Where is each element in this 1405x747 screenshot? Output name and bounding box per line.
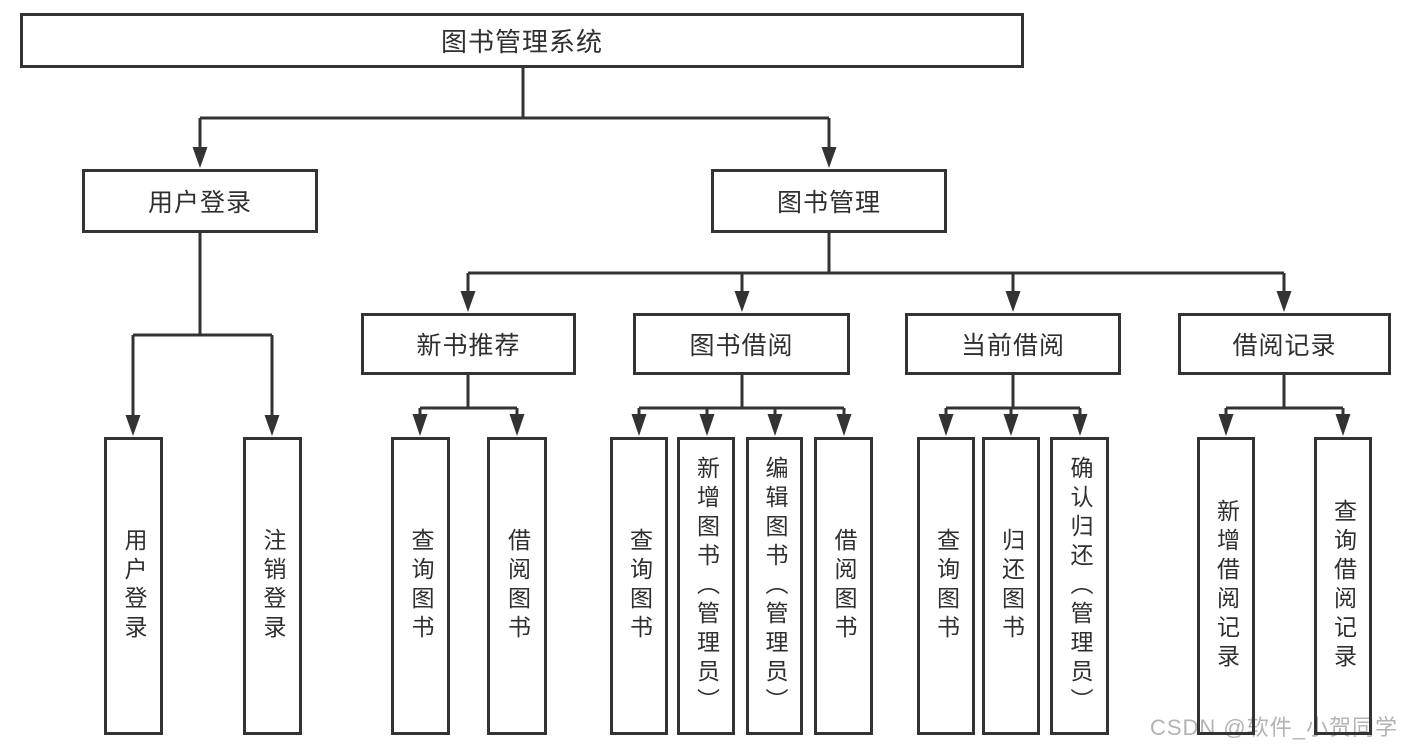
node-label: 新增图书（管理员） (693, 455, 720, 717)
node-label: 用户登录 (121, 528, 147, 644)
node-label: 图书借阅 (689, 332, 794, 360)
node-label: 注销登录 (260, 528, 286, 644)
node-label: 图书管理系统 (440, 27, 603, 57)
leaf-return-book: 归还图书 (982, 437, 1040, 735)
node-label: 借阅记录 (1232, 332, 1337, 360)
node-label: 当前借阅 (960, 332, 1065, 360)
connector-book-borrow-children (631, 375, 852, 436)
node-label: 查询图书 (626, 528, 653, 644)
leaf-logout: 注销登录 (243, 437, 302, 735)
node-root: 图书管理系统 (20, 13, 1024, 68)
node-label: 查询图书 (408, 528, 434, 644)
node-current-borrow: 当前借阅 (905, 313, 1121, 375)
connector-new-book-children (412, 375, 525, 436)
connector-book-management-children (460, 233, 1292, 312)
leaf-add-borrow-record: 新增借阅记录 (1197, 437, 1255, 735)
node-label: 编辑图书（管理员） (762, 455, 788, 717)
node-book-borrow: 图书借阅 (633, 313, 850, 375)
leaf-user-login: 用户登录 (104, 437, 163, 735)
node-book-management: 图书管理 (711, 169, 947, 233)
node-label: 图书管理 (776, 189, 881, 217)
node-label: 新增借阅记录 (1213, 499, 1240, 673)
node-label: 新书推荐 (416, 332, 521, 360)
node-borrow-records: 借阅记录 (1178, 313, 1391, 375)
leaf-borrow-book-recommend: 借阅图书 (487, 437, 547, 735)
leaf-confirm-return-admin: 确认归还（管理员） (1050, 437, 1109, 735)
node-label: 查询图书 (933, 528, 960, 644)
leaf-query-book-current: 查询图书 (917, 437, 975, 735)
leaf-edit-book-admin: 编辑图书（管理员） (746, 437, 803, 735)
node-new-book-recommend: 新书推荐 (361, 313, 576, 375)
node-label: 用户登录 (147, 189, 252, 217)
node-label: 借阅图书 (504, 528, 531, 644)
leaf-query-borrow-record: 查询借阅记录 (1314, 437, 1372, 735)
node-label: 确认归还（管理员） (1067, 455, 1093, 717)
leaf-add-book-admin: 新增图书（管理员） (677, 437, 735, 735)
node-label: 查询借阅记录 (1330, 499, 1357, 673)
leaf-borrow-book: 借阅图书 (814, 437, 873, 735)
connector-user-login-children (125, 233, 280, 436)
leaf-query-book-borrow: 查询图书 (610, 437, 668, 735)
connector-current-borrow-children (938, 375, 1088, 436)
leaf-query-book-recommend: 查询图书 (391, 437, 450, 735)
node-user-login: 用户登录 (82, 169, 318, 233)
connector-root-to-level2 (192, 68, 837, 168)
connector-borrow-records-children (1218, 375, 1351, 436)
node-label: 归还图书 (998, 528, 1025, 644)
node-label: 借阅图书 (831, 528, 857, 644)
